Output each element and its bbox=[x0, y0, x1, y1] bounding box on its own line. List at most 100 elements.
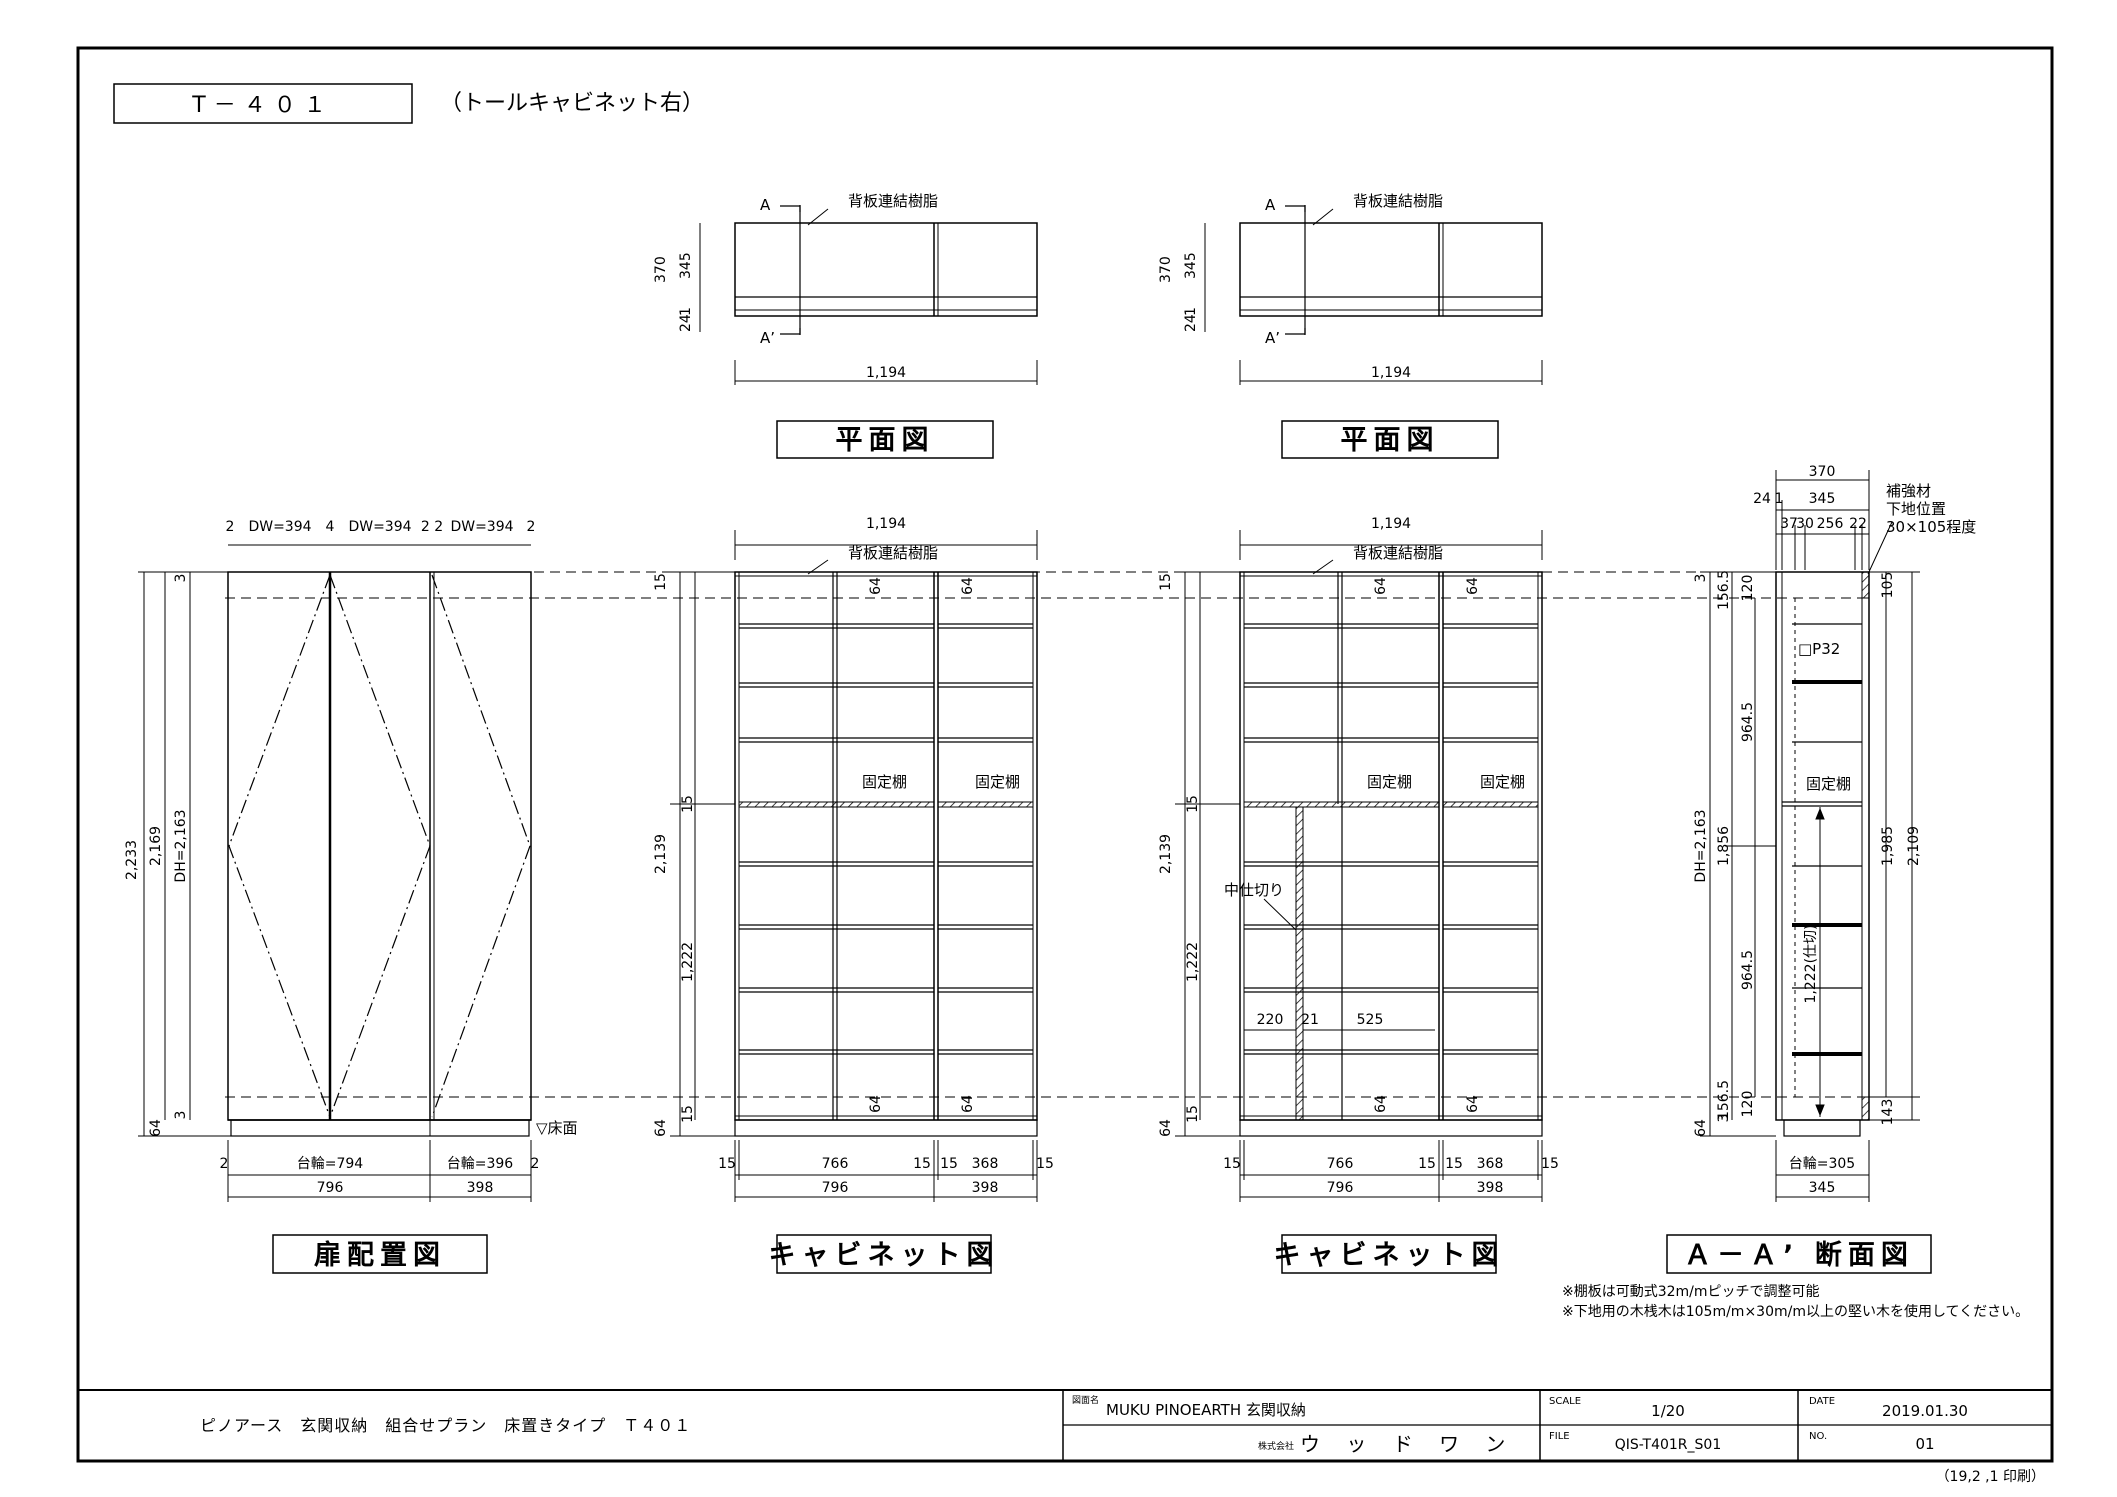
fixed-shelf bbox=[937, 801, 1034, 808]
cabinet-d64-3: 64 bbox=[868, 1095, 884, 1113]
cabinet-outline bbox=[734, 571, 1038, 1121]
plan-cabinet-outline bbox=[1239, 222, 1543, 317]
plan-back-panel-label: 背板連結樹脂 bbox=[1353, 192, 1443, 210]
shelves bbox=[1244, 623, 1538, 1055]
section-w345: 345 bbox=[1809, 1180, 1836, 1196]
plan-view-right bbox=[1204, 205, 1543, 385]
door-h-64: 64 bbox=[148, 1119, 164, 1137]
fixed-shelf bbox=[1243, 801, 1440, 808]
cabinet-title: キャビネット図 bbox=[1274, 1240, 1505, 1271]
plan-title: 平面図 bbox=[1341, 425, 1440, 456]
cabinet-h-64: 64 bbox=[1158, 1119, 1174, 1137]
base-15-mid-1: 15 bbox=[913, 1156, 931, 1172]
plan-title: 平面図 bbox=[836, 425, 935, 456]
cabinet-h-15-bottom: 15 bbox=[680, 1105, 696, 1123]
cabinet-d64-2: 64 bbox=[960, 577, 976, 595]
scale-label: SCALE bbox=[1549, 1396, 1581, 1407]
section-h1222: 1,222(仕切) bbox=[1803, 924, 1819, 1003]
section-d22: 22 bbox=[1849, 516, 1867, 532]
plan-section-a2: A’ bbox=[760, 329, 775, 347]
base-gap-left: 2 bbox=[220, 1156, 229, 1172]
section-h3-bottom: 3 bbox=[1716, 1114, 1732, 1123]
reinforcement-bottom bbox=[1861, 1096, 1870, 1121]
door-outline bbox=[227, 571, 532, 1121]
plan-section-a2: A’ bbox=[1265, 329, 1280, 347]
base-368: 368 bbox=[1477, 1156, 1504, 1172]
section-d24: 24 bbox=[1753, 491, 1771, 507]
reinforcement-label-2: 下地位置 bbox=[1886, 500, 1946, 518]
door-h-3-top: 3 bbox=[173, 574, 189, 583]
header: T－４０１ （トールキャビネット右） bbox=[113, 83, 704, 124]
cabinet-d64-4: 64 bbox=[960, 1095, 976, 1113]
cabinet-h-64: 64 bbox=[653, 1119, 669, 1137]
cabinet-d64-1: 64 bbox=[868, 577, 884, 595]
section-arrow-bottom bbox=[780, 328, 801, 335]
plan-depth-total: 370 bbox=[1158, 256, 1174, 283]
plan-depth-24: 24 bbox=[678, 314, 694, 332]
section-h120-bottom: 120 bbox=[1740, 1091, 1756, 1118]
door-title-box bbox=[272, 1234, 488, 1274]
cabinet-h-15-bottom: 15 bbox=[1185, 1105, 1201, 1123]
section-h9645-top: 964.5 bbox=[1740, 702, 1756, 742]
base-width-2: 台輪=396 bbox=[447, 1155, 514, 1172]
width-796: 796 bbox=[317, 1180, 344, 1196]
section-h64: 64 bbox=[1693, 1119, 1709, 1137]
cabinet-d64-1: 64 bbox=[1373, 577, 1389, 595]
section-d256: 256 bbox=[1817, 516, 1844, 532]
base-15-right: 15 bbox=[1541, 1156, 1559, 1172]
cabinet-back-panel: 背板連結樹脂 bbox=[848, 544, 938, 562]
section-h3: 3 bbox=[1693, 574, 1709, 583]
title-block bbox=[78, 1389, 2052, 1461]
no-label: NO. bbox=[1809, 1431, 1827, 1442]
section-arrow-top bbox=[780, 205, 801, 212]
door-opening-mark-right bbox=[431, 574, 531, 1118]
company-label: 株式会社 bbox=[1258, 1440, 1294, 1452]
note-1: ※棚板は可動式32m/mピッチで調整可能 bbox=[1562, 1284, 1820, 1300]
partition-220: 220 bbox=[1257, 1012, 1284, 1028]
company-name: ウ ッ ド ワ ン bbox=[1300, 1432, 1515, 1456]
plan-depth-1: 1 bbox=[1183, 307, 1199, 316]
cabinet-h-1222: 1,222 bbox=[680, 942, 696, 982]
section-h1856: 1,856 bbox=[1716, 826, 1732, 866]
section-d370: 370 bbox=[1809, 464, 1836, 480]
pitch-label: □P32 bbox=[1798, 640, 1840, 658]
partition bbox=[1295, 806, 1304, 1121]
door-width-2: DW=394 bbox=[348, 519, 411, 535]
section-fixed-shelf: 固定棚 bbox=[1806, 775, 1851, 793]
cabinet-h-15-top: 15 bbox=[653, 573, 669, 591]
section-h156-bottom: 156.5 bbox=[1716, 1080, 1732, 1120]
section-title: Ａ－Ａ’ 断面図 bbox=[1684, 1240, 1914, 1271]
section-h2109: 2,109 bbox=[1906, 826, 1922, 866]
door-width-1: DW=394 bbox=[248, 519, 311, 535]
shelves bbox=[739, 623, 1033, 1055]
base-plinth bbox=[1239, 1119, 1543, 1137]
base-368: 368 bbox=[972, 1156, 999, 1172]
door-gap-mid-2: 2 2 bbox=[421, 519, 443, 535]
cabinet-h-15-mid: 15 bbox=[680, 795, 696, 813]
note-2: ※下地用の木桟木は105m/m×30m/m以上の堅い木を使用してください。 bbox=[1562, 1303, 2029, 1320]
date-value: 2019.01.30 bbox=[1882, 1402, 1968, 1420]
door-gap-right: 2 bbox=[527, 519, 536, 535]
section-dh: DH=2,163 bbox=[1693, 809, 1709, 882]
file-value: QIS-T401R_S01 bbox=[1615, 1437, 1722, 1453]
plan-cabinet-outline bbox=[734, 222, 1038, 317]
plan-title-box bbox=[776, 420, 994, 459]
base-width-1: 台輪=794 bbox=[297, 1155, 364, 1172]
plan-section-a: A bbox=[760, 196, 771, 214]
cabinet-d64-3: 64 bbox=[1373, 1095, 1389, 1113]
drawing-code: T－４０１ bbox=[191, 93, 333, 118]
width-796: 796 bbox=[822, 1180, 849, 1196]
plan-description: ピノアース 玄関収納 組合せプラン 床置きタイプ Ｔ４０１ bbox=[200, 1416, 691, 1435]
width-398: 398 bbox=[1477, 1180, 1504, 1196]
base-15-left: 15 bbox=[718, 1156, 736, 1172]
cabinet-fixed-shelf-2: 固定棚 bbox=[975, 773, 1020, 791]
width-398: 398 bbox=[972, 1180, 999, 1196]
plan-width: 1,194 bbox=[866, 365, 906, 381]
cabinet-h-1222: 1,222 bbox=[1185, 942, 1201, 982]
back-panel-leader bbox=[807, 208, 829, 226]
no-value: 01 bbox=[1915, 1435, 1934, 1453]
cabinet-fixed-shelf-2: 固定棚 bbox=[1480, 773, 1525, 791]
cabinet-width: 1,194 bbox=[866, 516, 906, 532]
width-398: 398 bbox=[467, 1180, 494, 1196]
